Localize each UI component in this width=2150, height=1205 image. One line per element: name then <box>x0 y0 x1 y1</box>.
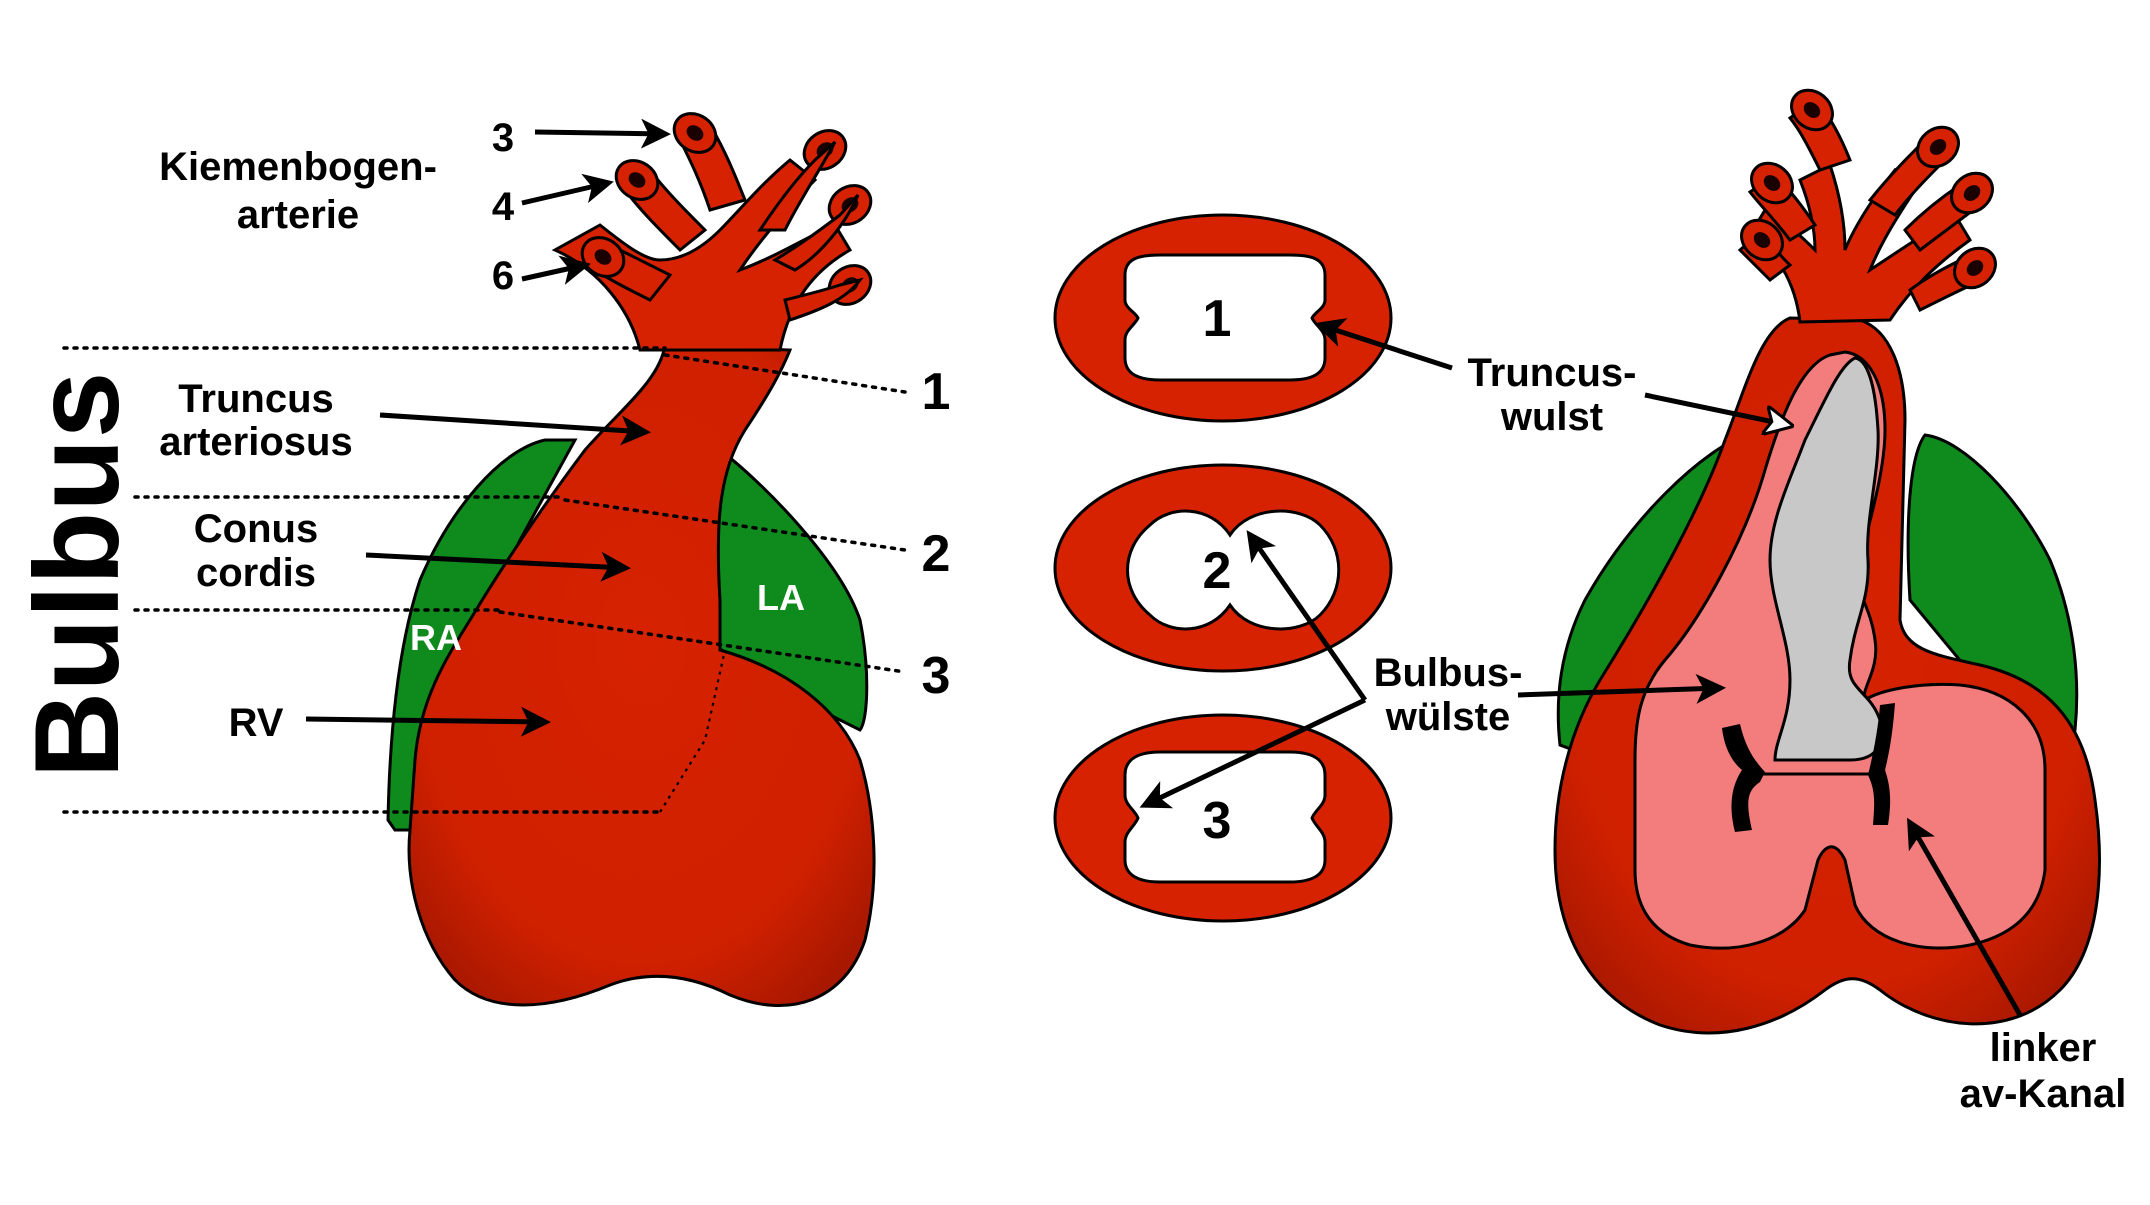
arch-artery-right-4 <box>771 193 860 272</box>
arrow-artery-3 <box>534 118 671 149</box>
label-truncuswulst-1: Truncus- <box>1468 351 1637 395</box>
label-artery-3: 3 <box>492 116 514 160</box>
opened-heart: Truncus- wulst Bulbus- wülste linker av-… <box>1374 88 2127 1116</box>
label-section-2: 2 <box>1203 542 1232 600</box>
arrow-bulbuswulst-section-2 <box>1246 530 1368 702</box>
label-bulbuswuelste-1: Bulbus- <box>1374 651 1523 695</box>
label-conus-1: Conus <box>194 507 318 551</box>
section-line-3 <box>498 610 907 674</box>
arch-artery-right-3 <box>757 140 837 232</box>
label-section-1: 1 <box>1203 290 1232 348</box>
label-truncuswulst-2: wulst <box>1500 395 1603 439</box>
cross-section-1: 1 <box>1053 213 1393 423</box>
label-level-1: 1 <box>922 363 951 421</box>
label-level-2: 2 <box>922 525 951 583</box>
cross-sections: 1 2 3 <box>1053 213 1453 923</box>
label-bulbuswuelste-2: wülste <box>1385 695 1510 739</box>
opened-left-atrium <box>1906 433 2079 747</box>
label-truncus-1: Truncus <box>178 377 334 421</box>
arch-artery-right-6 <box>783 277 864 322</box>
section-line-2 <box>563 498 907 552</box>
arrow-artery-4 <box>521 173 614 206</box>
av-cushion-left <box>1722 724 1765 832</box>
cross-section-2: 2 <box>1053 463 1393 673</box>
arrow-conus <box>365 551 631 582</box>
arrow-bulbuswulst-opened <box>1517 673 1726 704</box>
label-kiemenbogen-2: arterie <box>237 193 359 237</box>
arrow-av-kanal <box>1907 817 2023 1017</box>
label-ra: RA <box>410 617 462 658</box>
cross-section-3: 3 <box>1053 713 1393 923</box>
arrow-bulbuswulst-section-3 <box>1139 697 1367 809</box>
arrow-truncus <box>379 412 651 446</box>
arrow-rv <box>305 706 551 737</box>
label-artery-6: 6 <box>492 254 514 298</box>
label-truncus-2: arteriosus <box>159 420 352 464</box>
label-bulbus-vertical: Bulbus <box>10 372 144 779</box>
arrow-truncuswulst-section <box>1314 318 1453 371</box>
av-cushion-right <box>1868 703 1895 825</box>
label-avkanal-2: av-Kanal <box>1960 1072 2127 1116</box>
label-level-3: 3 <box>922 647 951 705</box>
conus-ventricle-boundary <box>659 649 727 813</box>
arrow-artery-6 <box>521 255 591 285</box>
label-la: LA <box>757 577 805 618</box>
label-avkanal-1: linker <box>1990 1026 2097 1070</box>
section-line-1 <box>663 353 907 394</box>
label-kiemenbogen-1: Kiemenbogen- <box>159 145 437 189</box>
arrow-truncuswulst-opened <box>1644 392 1788 425</box>
label-rv: RV <box>229 701 284 745</box>
heart-body <box>407 343 876 1008</box>
external-heart: Kiemenbogen- arterie 3 4 6 Truncus arter… <box>10 112 951 1008</box>
label-conus-2: cordis <box>196 551 316 595</box>
label-artery-4: 4 <box>492 185 515 229</box>
label-section-3: 3 <box>1203 792 1232 850</box>
